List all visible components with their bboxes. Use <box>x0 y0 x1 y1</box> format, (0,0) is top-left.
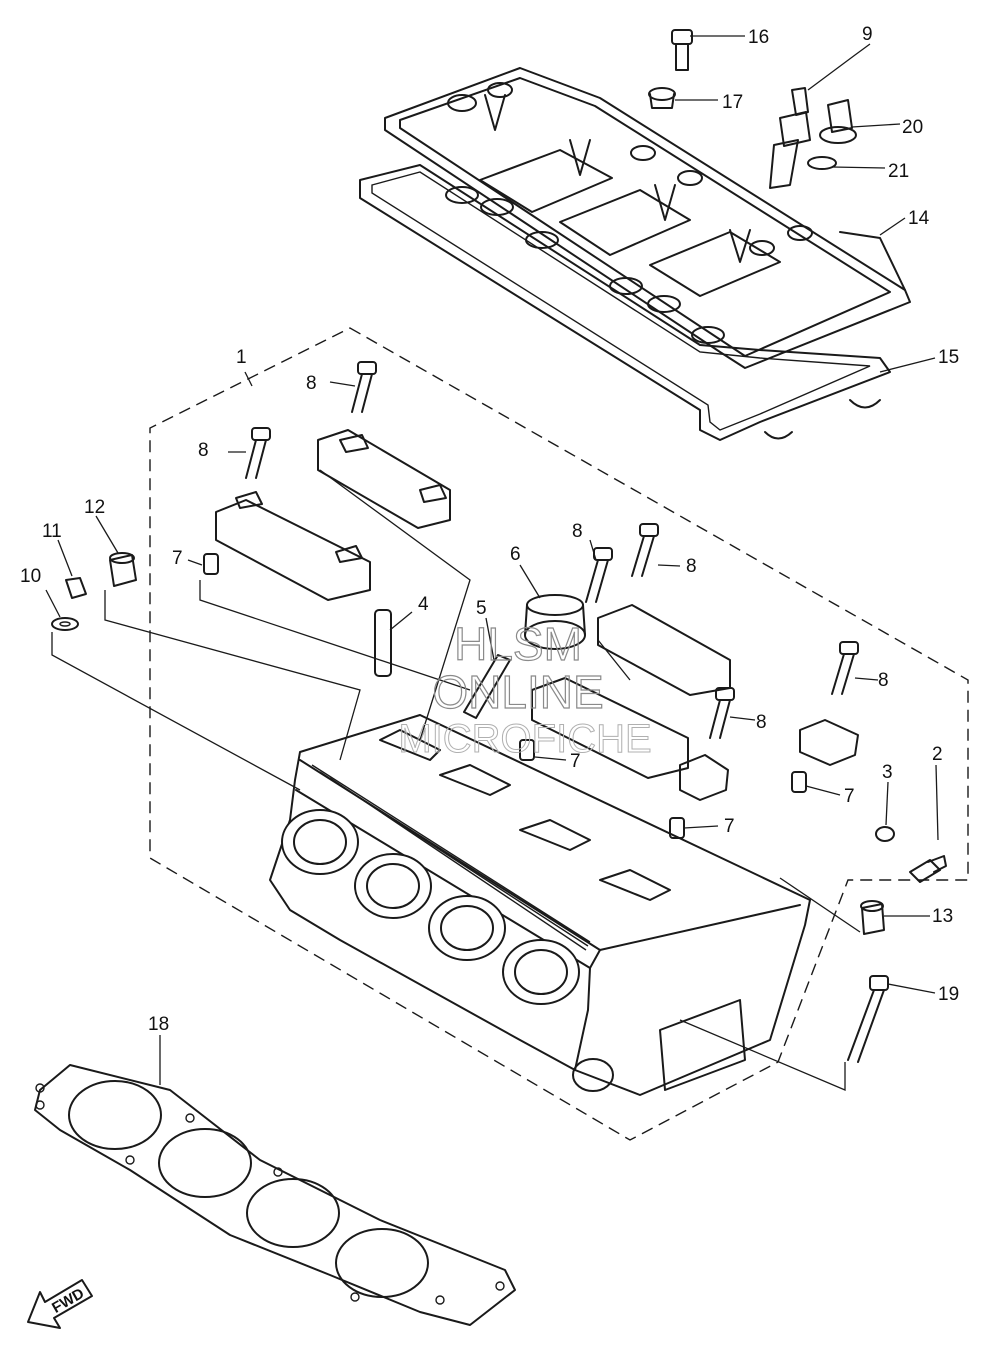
callout-7-d: 7 <box>844 786 855 807</box>
watermark-line1: HLSM <box>454 618 582 670</box>
dowel-pin-7-b <box>519 739 535 761</box>
camshaft-cap-left <box>215 491 371 601</box>
callout-7-c: 7 <box>724 816 735 837</box>
cover-gasket <box>359 164 891 441</box>
callout-2: 2 <box>932 744 943 765</box>
watermark: HLSM ONLINE MICROFICHE <box>398 617 652 761</box>
callout-10: 10 <box>20 566 41 587</box>
callout-9: 9 <box>862 24 873 45</box>
callout-21: 21 <box>888 161 909 182</box>
head-bolt-19 <box>847 975 889 1063</box>
callout-6: 6 <box>510 544 521 565</box>
cap-bolt-8-f <box>709 687 735 739</box>
camshaft-cap-right-1 <box>597 604 731 696</box>
callout-16: 16 <box>748 27 769 48</box>
gasket-washer-3 <box>875 826 895 842</box>
nut-11 <box>65 577 87 599</box>
callout-8-e: 8 <box>878 670 889 691</box>
cap-bolt-8-b <box>245 427 271 479</box>
callout-17: 17 <box>722 92 743 113</box>
temperature-sensor <box>819 99 857 144</box>
fwd-arrow: FWD <box>27 1279 93 1329</box>
callout-12: 12 <box>84 497 105 518</box>
callout-14: 14 <box>908 208 930 229</box>
spark-plug <box>769 87 811 189</box>
callout-8-b: 8 <box>198 440 209 461</box>
cylinder-head-gasket <box>34 1064 516 1326</box>
watermark-line2: ONLINE <box>432 666 603 718</box>
callout-8-d: 8 <box>686 556 697 577</box>
cap-bolt-8-c <box>585 547 613 603</box>
valve-guide <box>374 609 392 677</box>
cap-12 <box>109 552 137 587</box>
callout-18: 18 <box>148 1014 169 1035</box>
callout-8-a: 8 <box>306 373 317 394</box>
dowel-pin-7-d <box>791 771 807 793</box>
leader-lines <box>45 35 939 1091</box>
callout-4: 4 <box>418 594 429 615</box>
plug-6 <box>524 594 586 650</box>
callout-13: 13 <box>932 906 953 927</box>
callout-19: 19 <box>938 984 959 1005</box>
callout-11: 11 <box>42 521 62 542</box>
cap-13 <box>860 900 885 935</box>
watermark-line3: MICROFICHE <box>398 717 651 761</box>
oil-stud-5 <box>463 654 511 719</box>
callout-labels: 16 9 17 20 21 14 15 1 8 8 12 11 10 7 4 5… <box>20 24 959 1035</box>
callout-8-f: 8 <box>756 712 767 733</box>
callout-5: 5 <box>476 598 487 619</box>
o-ring-21 <box>807 156 837 170</box>
cover-bolt-16 <box>671 29 693 71</box>
cap-bolt-8-e <box>831 641 859 695</box>
callout-1: 1 <box>236 347 247 368</box>
washer-10 <box>51 617 79 631</box>
dowel-pin-7-a <box>203 553 219 575</box>
cylinder-head-cover <box>384 67 911 369</box>
callout-7-b: 7 <box>570 751 581 772</box>
camshaft-cap-upper <box>317 429 451 529</box>
fwd-label: FWD <box>49 1285 87 1317</box>
cap-bolt-8-a <box>351 361 377 413</box>
callout-3: 3 <box>882 762 893 783</box>
cylinder-head <box>269 714 811 1096</box>
callout-8-c: 8 <box>572 521 583 542</box>
callout-20: 20 <box>902 117 923 138</box>
cap-bolt-8-d <box>631 523 659 577</box>
camshaft-cap-small-1 <box>679 754 729 801</box>
grommet-17 <box>648 87 676 109</box>
camshaft-cap-right-2 <box>531 677 689 779</box>
plug-bolt-2 <box>909 855 947 883</box>
callout-15: 15 <box>938 347 959 368</box>
callout-7-a: 7 <box>172 548 183 569</box>
camshaft-cap-small-2 <box>799 719 859 766</box>
